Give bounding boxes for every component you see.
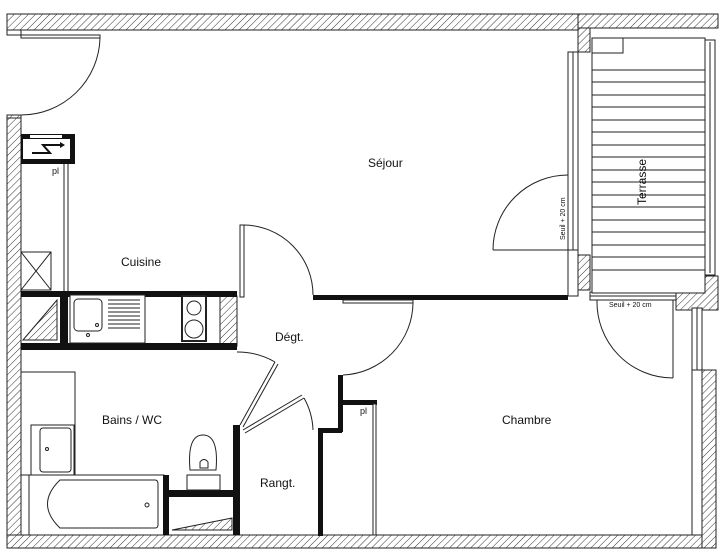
drainer <box>108 299 140 329</box>
threshold-label-chambre: Seuil + 20 cm <box>609 302 652 309</box>
room-label-terrasse: Terrasse <box>635 159 649 205</box>
entrance-door <box>6 29 101 119</box>
door-chambre <box>342 302 414 376</box>
interior-walls <box>239 224 568 536</box>
room-label-bains: Bains / WC <box>102 413 162 427</box>
windows <box>567 51 703 535</box>
room-label-rangement: Rangt. <box>260 476 295 490</box>
lightning-icon <box>32 144 60 154</box>
kitchen-counter <box>20 251 237 350</box>
room-label-degagement: Dégt. <box>275 330 304 344</box>
bathroom-fixtures <box>20 371 240 536</box>
doors <box>236 174 674 434</box>
exterior-walls <box>6 13 719 549</box>
placard-label-chambre: pl <box>360 406 367 416</box>
toilet-tank <box>186 474 221 491</box>
terrace-deck <box>591 37 716 294</box>
door-sejour <box>243 224 314 296</box>
door-bains <box>236 351 276 363</box>
threshold-label-sejour: Seuil + 20 cm <box>560 197 567 240</box>
room-label-sejour: Séjour <box>368 156 403 170</box>
placard-label-kitchen: pl <box>52 166 59 176</box>
room-label-cuisine: Cuisine <box>121 255 161 269</box>
room-label-chambre: Chambre <box>502 413 552 427</box>
toilet <box>189 434 217 471</box>
electrical-panel <box>21 134 75 296</box>
door-rangement <box>303 397 314 431</box>
